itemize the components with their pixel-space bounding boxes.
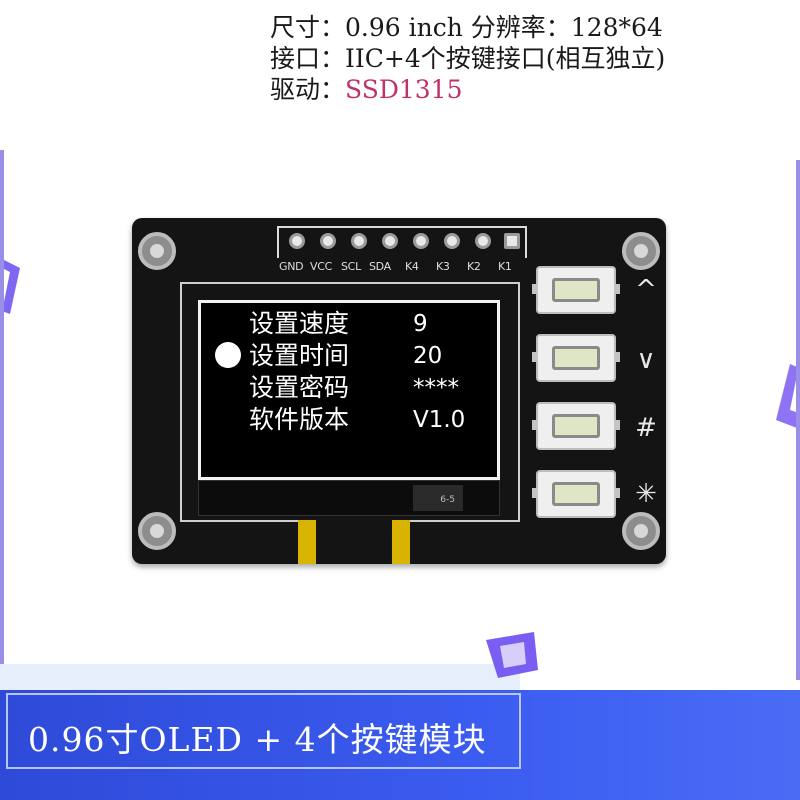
menu-item: 设置速度 9 — [201, 307, 503, 341]
menu-item-label: 设置时间 — [249, 341, 350, 370]
oled-screen: 设置速度 9 设置时间 20 设置密码 **** 软件版本 V1.0 — [198, 300, 500, 480]
pin-k3 — [444, 233, 460, 249]
key-down-button[interactable] — [532, 334, 620, 382]
pin-k4 — [413, 233, 429, 249]
mounting-hole-bottom-left — [138, 512, 176, 550]
spec-interface: 接口：IIC+4个按键接口(相互独立) — [270, 44, 666, 73]
spec-block: 尺寸：0.96 inch 分辨率：128*64 接口：IIC+4个按键接口(相互… — [270, 12, 795, 105]
key-up-button[interactable] — [532, 266, 620, 314]
pin-label-k4: K4 — [405, 260, 419, 273]
pin-label-k3: K3 — [436, 260, 450, 273]
decorative-edge-right — [796, 160, 800, 680]
pin-label-vcc: VCC — [310, 260, 332, 273]
pin-label-scl: SCL — [341, 260, 361, 273]
decorative-edge-left — [0, 150, 4, 680]
pin-sda — [382, 233, 398, 249]
banner-title: 0.96寸OLED + 4个按键模块 — [28, 720, 487, 759]
oled-module-board: GND VCC SCL SDA K4 K3 K2 K1 设置速度 9 设置时间 … — [132, 218, 666, 564]
asterisk-icon: ✳ — [635, 479, 657, 509]
menu-item-value: 20 — [413, 343, 443, 369]
glass-label: 6-5 — [440, 495, 455, 505]
decorative-prism-bottom-icon — [486, 632, 538, 678]
oled-driver-chip — [413, 485, 463, 511]
spec-driver-label: 驱动： — [270, 75, 346, 104]
menu-item-value: **** — [413, 375, 459, 401]
spec-driver: 驱动：SSD1315 — [270, 74, 795, 105]
mounting-hole-bottom-right — [622, 512, 660, 550]
menu-item-value: V1.0 — [413, 407, 466, 433]
oled-glass-strip: 6-5 — [198, 480, 500, 516]
menu-item-label: 设置密码 — [249, 373, 350, 402]
spec-driver-value: SSD1315 — [345, 75, 463, 104]
flex-ribbon-cable — [298, 520, 410, 564]
pin-vcc — [320, 233, 336, 249]
hash-icon: # — [635, 413, 657, 443]
pin-label-k2: K2 — [467, 260, 481, 273]
mounting-hole-top-left — [138, 232, 176, 270]
key-hash-button[interactable] — [532, 402, 620, 450]
menu-cursor-icon — [215, 342, 241, 368]
pin-k2 — [475, 233, 491, 249]
pin-label-gnd: GND — [279, 260, 304, 273]
menu-item: 设置密码 **** — [201, 371, 503, 405]
key-cap — [552, 278, 600, 302]
pin-scl — [351, 233, 367, 249]
menu-item-value: 9 — [413, 311, 428, 337]
key-cap — [552, 346, 600, 370]
product-banner: 0.96寸OLED + 4个按键模块 — [0, 690, 800, 800]
spec-size-resolution: 尺寸：0.96 inch 分辨率：128*64 — [270, 13, 663, 42]
pin-gnd — [289, 233, 305, 249]
menu-item-selected: 设置时间 20 — [201, 339, 503, 373]
menu-item-label: 软件版本 — [249, 405, 350, 434]
up-arrow-icon: ^ — [635, 275, 657, 305]
pin-k1 — [504, 233, 520, 249]
decorative-prism-left-icon — [0, 258, 20, 314]
pin-header — [277, 226, 527, 258]
pin-labels: GND VCC SCL SDA K4 K3 K2 K1 — [279, 260, 529, 274]
key-star-button[interactable] — [532, 470, 620, 518]
banner-frame: 0.96寸OLED + 4个按键模块 — [6, 693, 521, 769]
menu-item: 软件版本 V1.0 — [201, 403, 503, 437]
mounting-hole-top-right — [622, 232, 660, 270]
down-arrow-icon: ∨ — [636, 345, 656, 375]
key-cap — [552, 482, 600, 506]
key-cap — [552, 414, 600, 438]
banner-top-band — [0, 664, 520, 694]
pin-label-k1: K1 — [498, 260, 512, 273]
pin-label-sda: SDA — [369, 260, 391, 273]
menu-item-label: 设置速度 — [249, 309, 350, 338]
